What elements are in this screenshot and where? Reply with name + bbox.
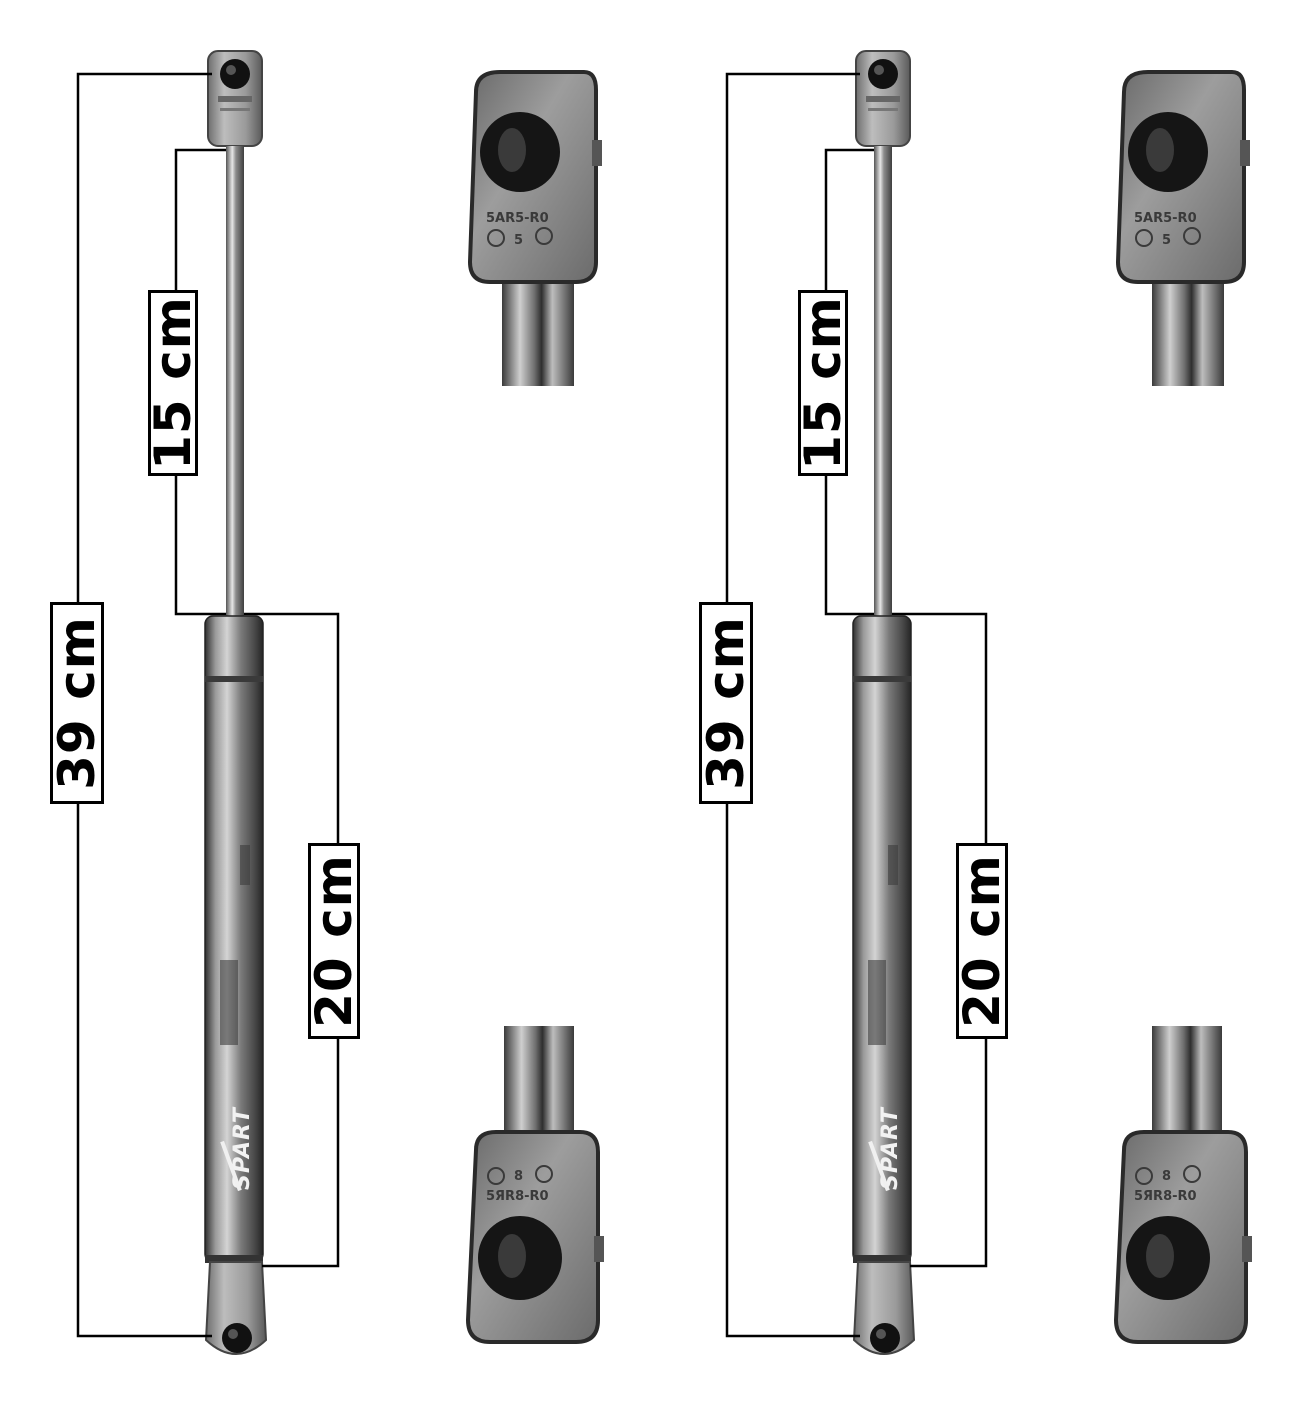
svg-text:5: 5 <box>1162 233 1171 248</box>
strut-bottom-fitting <box>204 1261 268 1355</box>
svg-text:8: 8 <box>514 1169 523 1184</box>
svg-text:5AR5-R0: 5AR5-R0 <box>1134 211 1197 226</box>
strut-bottom-fitting <box>852 1261 916 1355</box>
body-length-text: 20 cm <box>953 854 1012 1028</box>
body-length-text: 20 cm <box>305 854 364 1028</box>
total-length-label: 39 cm <box>48 602 107 804</box>
detail-bottom-fitting-right: 8 5ЯR8-R0 <box>1113 1026 1252 1344</box>
total-length-text: 39 cm <box>697 616 756 790</box>
detail-top-fitting-left: 5AR5-R0 5 <box>467 70 602 386</box>
total-length-label: 39 cm <box>697 602 756 804</box>
svg-text:5ЯR8-R0: 5ЯR8-R0 <box>1134 1189 1197 1204</box>
cylinder-body: SPART <box>852 615 912 1263</box>
svg-text:5: 5 <box>514 233 523 248</box>
cylinder-body: SPART <box>204 615 264 1263</box>
svg-text:5ЯR8-R0: 5ЯR8-R0 <box>486 1189 549 1204</box>
body-length-label: 20 cm <box>953 843 1012 1039</box>
rod-length-label: 15 cm <box>144 290 202 476</box>
total-length-text: 39 cm <box>48 616 107 790</box>
svg-text:5AR5-R0: 5AR5-R0 <box>486 211 549 226</box>
piston-rod <box>874 146 892 616</box>
detail-bottom-fitting-left: 8 5ЯR8-R0 <box>465 1026 604 1344</box>
rod-length-text: 15 cm <box>144 296 203 470</box>
strut-left: SPART <box>204 50 268 1355</box>
svg-text:8: 8 <box>1162 1169 1171 1184</box>
detail-top-fitting-right: 5AR5-R0 5 <box>1115 70 1250 386</box>
rod-length-text: 15 cm <box>794 296 853 470</box>
rod-length-label: 15 cm <box>794 290 852 476</box>
body-length-label: 20 cm <box>305 843 364 1039</box>
strut-top-fitting <box>855 50 911 147</box>
strut-right: SPART <box>852 50 916 1355</box>
piston-rod <box>226 146 244 616</box>
strut-top-fitting <box>207 50 263 147</box>
